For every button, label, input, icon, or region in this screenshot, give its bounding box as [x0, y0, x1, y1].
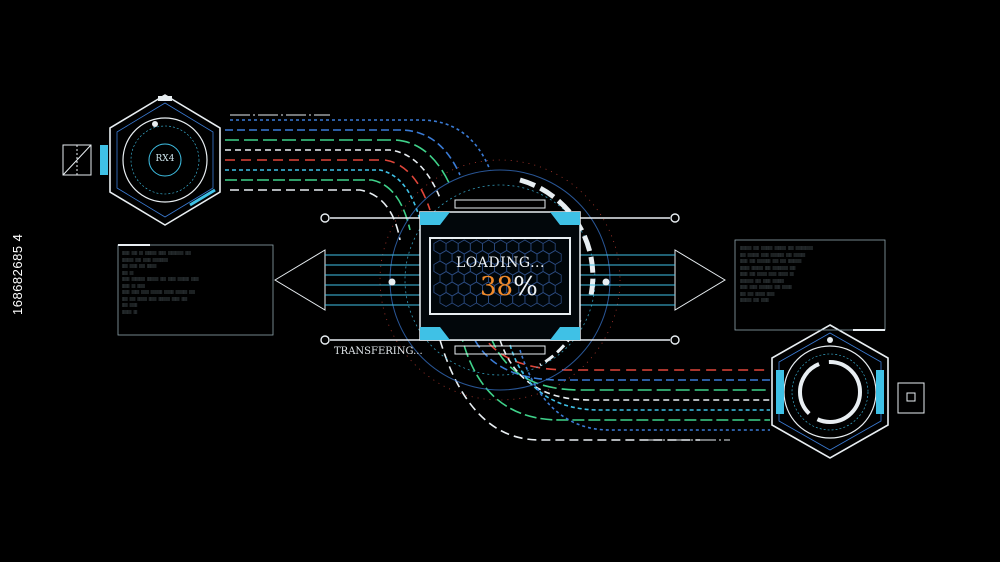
loading-status-label: LOADING...: [456, 255, 545, 271]
arrow-left-icon: [274, 249, 420, 311]
percent-symbol: %: [513, 272, 538, 302]
percent-value: 38: [480, 272, 514, 302]
tick-decorations: [230, 114, 730, 441]
stock-id-label: 168682685 4: [10, 233, 25, 315]
loading-frame: [419, 199, 581, 355]
target-ring-icon: [771, 324, 925, 459]
data-streams-upper: [225, 119, 491, 241]
transfer-status-label: TRANSFERING...: [334, 346, 423, 357]
hex-scope-label: RX4: [155, 154, 175, 164]
code-panel-left: ░░░░ ░░░ ░░ ░░░░░░ ░░░░ ░░░░░░░░ ░░░ ░░░…: [122, 251, 199, 314]
hex-grid: [433, 239, 562, 307]
arrow-right-icon: [580, 249, 726, 311]
data-streams-lower: [439, 329, 770, 441]
loading-percent: 38%: [480, 272, 540, 302]
code-panel-right: ░░░░░░ ░░░ ░░░░░░ ░░░░░░ ░░░ ░░░░░░░░░ ░…: [740, 246, 813, 302]
crosshair-icon: [62, 144, 92, 176]
hex-cell: [548, 292, 562, 307]
code-panel-frame-left: [117, 244, 274, 336]
code-panel-frame-right: [734, 239, 886, 331]
hexagon-scope-icon: [100, 94, 221, 226]
